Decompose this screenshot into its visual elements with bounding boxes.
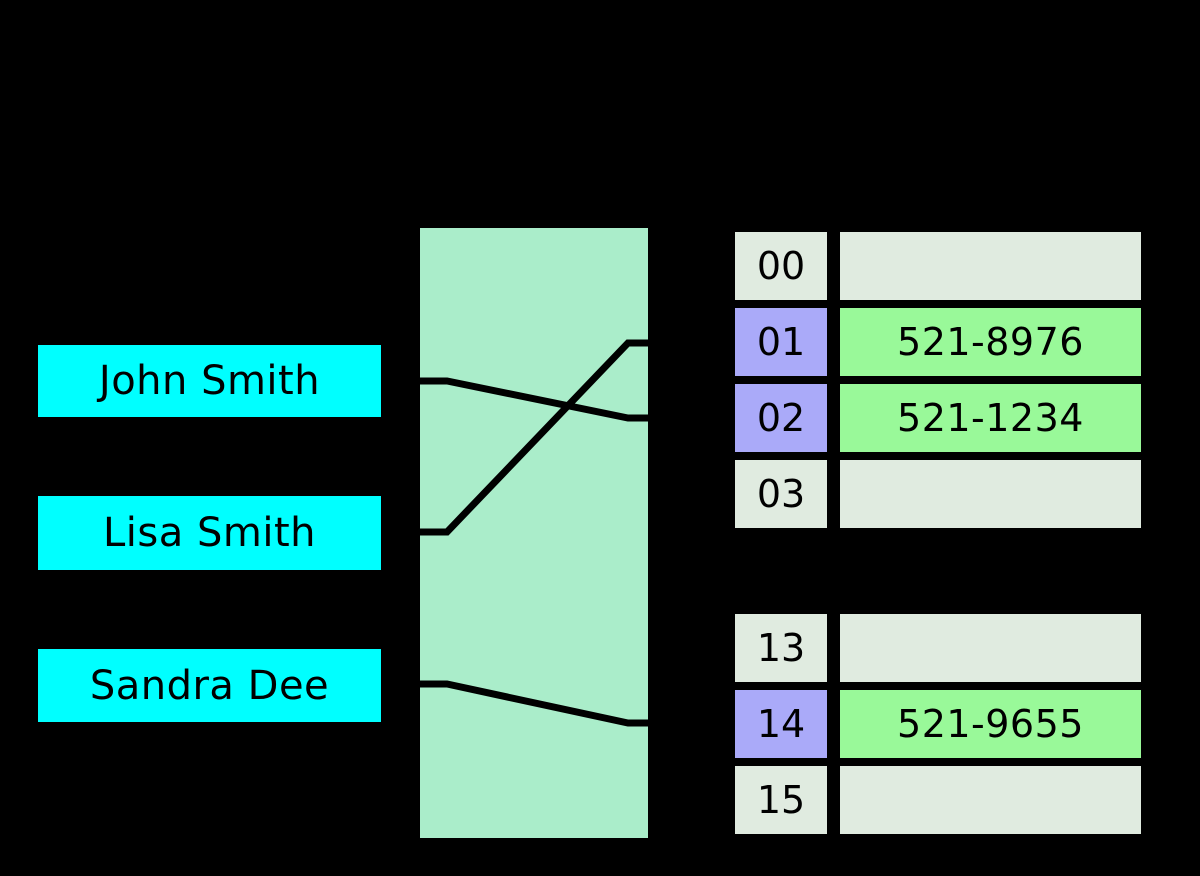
bucket-row[interactable]: 14 521-9655 [735,690,1141,758]
bucket-index: 01 [735,308,827,376]
bucket-index: 03 [735,460,827,528]
bucket-value: 521-8976 [840,308,1141,376]
bucket-index: 14 [735,690,827,758]
bucket-row[interactable]: 00 [735,232,1141,300]
bucket-row[interactable]: 15 [735,766,1141,834]
bucket-row[interactable]: 02 521-1234 [735,384,1141,452]
bucket-row[interactable]: 13 [735,614,1141,682]
key-label: John Smith [98,358,321,404]
bucket-table-upper: 00 01 521-8976 02 521-1234 03 [735,232,1141,528]
bucket-value [840,766,1141,834]
bucket-index: 15 [735,766,827,834]
hash-function-box [420,228,648,838]
bucket-index: 13 [735,614,827,682]
key-label: Lisa Smith [103,510,316,556]
key-box-lisa-smith[interactable]: Lisa Smith [38,496,381,570]
bucket-row[interactable]: 01 521-8976 [735,308,1141,376]
key-label: Sandra Dee [89,662,330,709]
bucket-row[interactable]: 03 [735,460,1141,528]
bucket-value [840,460,1141,528]
bucket-value: 521-1234 [840,384,1141,452]
key-box-john-smith[interactable]: John Smith [38,345,381,417]
bucket-table-lower: 13 14 521-9655 15 [735,614,1141,834]
bucket-value [840,614,1141,682]
bucket-index: 02 [735,384,827,452]
bucket-index: 00 [735,232,827,300]
bucket-value: 521-9655 [840,690,1141,758]
key-box-sandra-dee[interactable]: Sandra Dee [38,649,381,722]
bucket-value [840,232,1141,300]
